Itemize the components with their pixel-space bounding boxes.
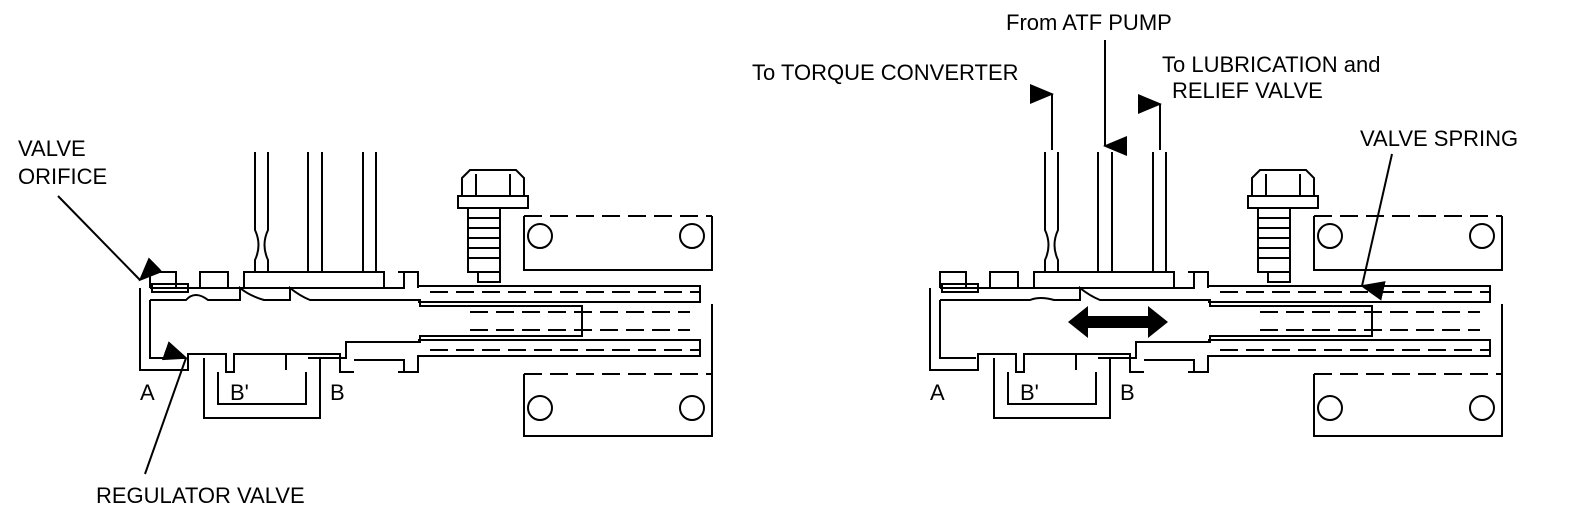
spool-movement-arrow — [1068, 306, 1168, 338]
left-bolt — [457, 169, 529, 283]
right-valve-assembly: A B' B — [929, 40, 1503, 437]
valve-spring-leader — [1360, 153, 1393, 301]
right-spring-housing — [1188, 215, 1503, 437]
left-valve-assembly: VALVE ORIFICE REGULATOR VALVE A B' B — [18, 136, 713, 508]
to-torque-converter-label: To TORQUE CONVERTER — [752, 60, 1019, 85]
right-port-b-label: B — [1120, 380, 1135, 405]
left-valve-body — [139, 271, 583, 419]
left-port-b-prime-label: B' — [230, 380, 249, 405]
right-bolt — [1247, 169, 1319, 283]
right-port-b-prime-label: B' — [1020, 380, 1039, 405]
from-atf-pump-label: From ATF PUMP — [1006, 10, 1172, 35]
valve-orifice-label-2: ORIFICE — [18, 164, 107, 189]
regulator-valve-leader — [144, 341, 188, 475]
left-port-a-label: A — [140, 380, 155, 405]
right-port-a-label: A — [930, 380, 945, 405]
to-lubrication-label-2: RELIEF VALVE — [1172, 78, 1323, 103]
left-vertical-ports — [254, 152, 377, 272]
valve-orifice-leader — [57, 195, 163, 282]
to-lubrication-label-1: To LUBRICATION and — [1162, 52, 1380, 77]
valve-orifice-label-1: VALVE — [18, 136, 86, 161]
left-port-b-label: B — [330, 380, 345, 405]
right-vertical-ports — [1044, 152, 1167, 272]
right-valve-body — [929, 271, 1373, 419]
regulator-valve-label: REGULATOR VALVE — [96, 483, 305, 508]
valve-spring-label: VALVE SPRING — [1360, 126, 1518, 151]
left-spring-housing — [398, 215, 713, 437]
